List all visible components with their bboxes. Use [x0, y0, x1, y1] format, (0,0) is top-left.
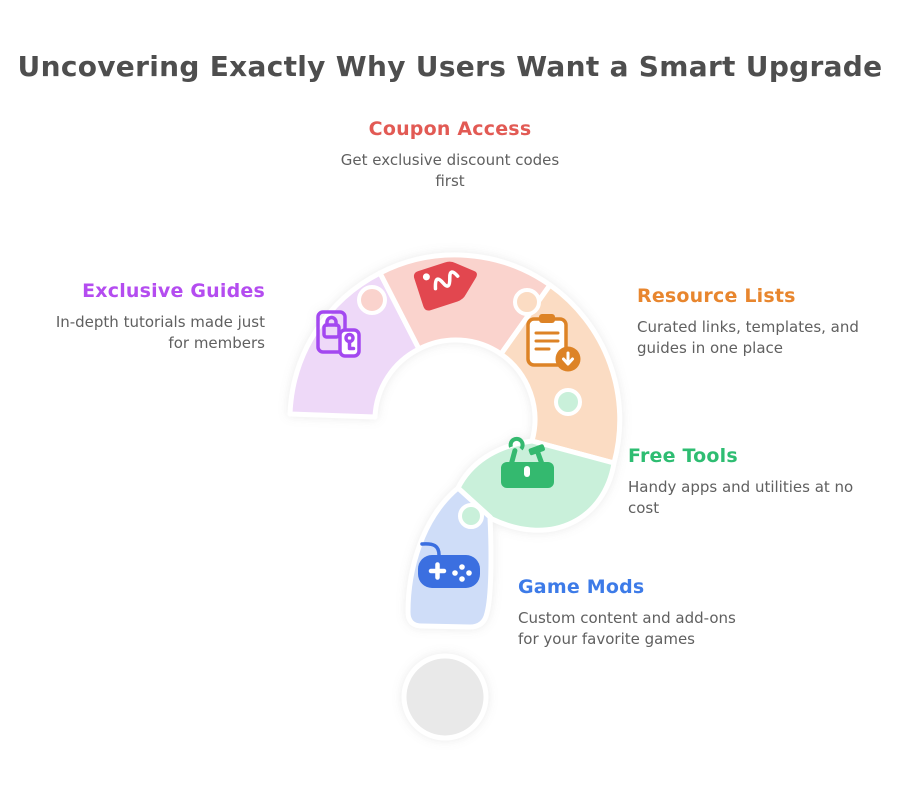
description-line: first [435, 172, 465, 190]
exclusive-guides-description: In-depth tutorials made just for members [40, 312, 265, 354]
label-resource-lists: Resource Lists Curated links, templates,… [637, 285, 882, 359]
description-line: Handy apps and utilities at no [628, 478, 854, 496]
free-tools-heading: Free Tools [628, 445, 738, 467]
puzzle-tab [357, 285, 387, 315]
label-coupon-access: Coupon Access Get exclusive discount cod… [250, 118, 650, 192]
description-line: for your favorite games [518, 630, 695, 648]
resource-lists-description: Curated links, templates, and guides in … [637, 317, 882, 359]
label-exclusive-guides: Exclusive Guides In-depth tutorials made… [40, 280, 265, 354]
description-line: Get exclusive discount codes [340, 151, 560, 169]
free-tools-description: Handy apps and utilities at no cost [628, 477, 883, 519]
page-title: Uncovering Exactly Why Users Want a Smar… [17, 50, 883, 83]
tag-icon [413, 261, 477, 311]
puzzle-tab [513, 288, 541, 316]
resource-lists-heading: Resource Lists [637, 285, 796, 307]
description-line: Custom content and add-ons [518, 609, 736, 627]
clipboard-download-icon [526, 314, 581, 372]
description-line: guides in one place [637, 339, 784, 357]
description-line: cost [628, 499, 660, 517]
game-mods-description: Custom content and add-ons for your favo… [518, 608, 753, 650]
coupon-access-description: Get exclusive discount codes first [250, 150, 650, 192]
label-game-mods: Game Mods Custom content and add-ons for… [518, 576, 753, 650]
description-line: Curated links, templates, and [637, 318, 859, 336]
coupon-access-heading: Coupon Access [368, 118, 532, 140]
label-free-tools: Free Tools Handy apps and utilities at n… [628, 445, 883, 519]
exclusive-guides-heading: Exclusive Guides [82, 280, 265, 302]
description-line: for members [168, 334, 265, 352]
game-mods-heading: Game Mods [518, 576, 645, 598]
toolbox-icon [501, 436, 554, 488]
puzzle-tab [554, 388, 582, 416]
question-mark-dot [401, 653, 489, 741]
phone-lock-icon [316, 310, 361, 358]
puzzle-tab [458, 503, 484, 529]
gamepad-icon [418, 542, 480, 588]
description-line: In-depth tutorials made just [55, 313, 265, 331]
